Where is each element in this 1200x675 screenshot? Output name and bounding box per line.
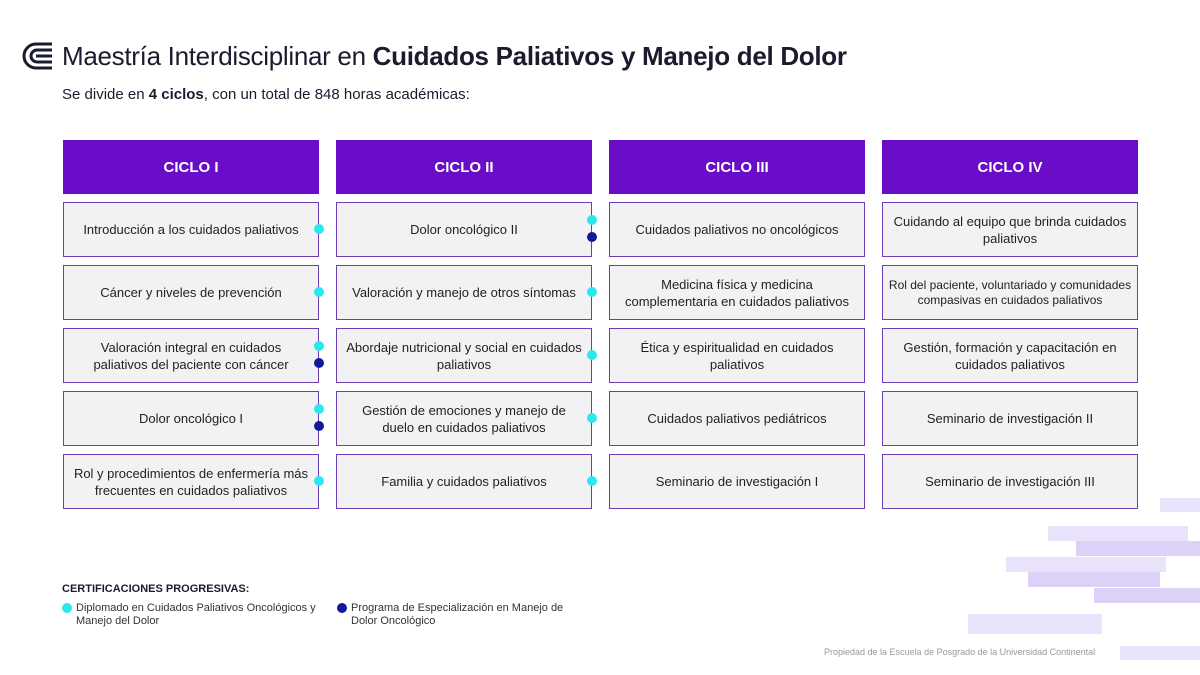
course-cell: Familia y cuidados paliativos xyxy=(336,454,597,509)
decorative-stripe xyxy=(968,614,1102,634)
legend-label: Programa de Especialización en Manejo de… xyxy=(351,602,564,627)
course-cell: Dolor oncológico II xyxy=(336,202,597,257)
legend-item-cyan: Diplomado en Cuidados Paliativos Oncológ… xyxy=(62,602,316,628)
course-cell: Cuidando al equipo que brinda cuidados p… xyxy=(882,202,1138,257)
cycle-column-3: CICLO III Cuidados paliativos no oncológ… xyxy=(609,140,865,517)
title-row: Maestría Interdisciplinar en Cuidados Pa… xyxy=(22,38,847,74)
cycle-column-4: CICLO IV Cuidando al equipo que brinda c… xyxy=(882,140,1138,517)
cert-dot-cyan xyxy=(587,350,597,360)
cert-dot-navy xyxy=(587,232,597,242)
course-cell: Rol y procedimientos de enfermería más f… xyxy=(63,454,324,509)
legend-dot-cyan-icon xyxy=(62,603,72,613)
course-cell: Introducción a los cuidados paliativos xyxy=(63,202,324,257)
page-subtitle: Se divide en 4 ciclos, con un total de 8… xyxy=(62,86,470,103)
cert-dot-navy xyxy=(314,358,324,368)
decorative-stripe xyxy=(1094,588,1200,603)
course-cell: Valoración integral en cuidados paliativ… xyxy=(63,328,324,383)
cert-dot-cyan xyxy=(314,224,324,234)
course-cell: Dolor oncológico I xyxy=(63,391,324,446)
cycle-column-1: CICLO I Introducción a los cuidados pali… xyxy=(63,140,324,517)
decorative-stripe xyxy=(1160,498,1200,512)
decorative-stripe xyxy=(1048,526,1188,541)
cycle-column-2: CICLO II Dolor oncológico II Valoración … xyxy=(336,140,597,517)
cert-dot-cyan xyxy=(587,413,597,423)
cert-dot-navy xyxy=(314,421,324,431)
course-cell: Medicina física y medicina complementari… xyxy=(609,265,865,320)
cert-dot-cyan xyxy=(314,287,324,297)
course-cell: Cuidados paliativos no oncológicos xyxy=(609,202,865,257)
course-cell: Ética y espiritualidad en cuidados palia… xyxy=(609,328,865,383)
cert-dot-cyan xyxy=(314,476,324,486)
cert-dot-cyan xyxy=(587,287,597,297)
cert-dot-cyan xyxy=(314,341,324,351)
decorative-stripe xyxy=(1006,557,1166,572)
course-cell: Seminario de investigación III xyxy=(882,454,1138,509)
course-cell: Cáncer y niveles de prevención xyxy=(63,265,324,320)
cycle-header: CICLO III xyxy=(609,140,865,194)
course-cell: Gestión de emociones y manejo de duelo e… xyxy=(336,391,597,446)
cycle-header: CICLO IV xyxy=(882,140,1138,194)
course-cell: Cuidados paliativos pediátricos xyxy=(609,391,865,446)
cert-dot-cyan xyxy=(314,404,324,414)
course-cell: Seminario de investigación I xyxy=(609,454,865,509)
cycle-header: CICLO I xyxy=(63,140,319,194)
cycle-header: CICLO II xyxy=(336,140,592,194)
university-logo-icon xyxy=(22,42,52,70)
course-cell: Rol del paciente, voluntariado y comunid… xyxy=(882,265,1138,320)
course-cell: Seminario de investigación II xyxy=(882,391,1138,446)
legend-label: Diplomado en Cuidados Paliativos Oncológ… xyxy=(76,602,316,627)
cert-dot-cyan xyxy=(587,215,597,225)
decorative-stripe xyxy=(1028,572,1160,587)
course-cell: Valoración y manejo de otros síntomas xyxy=(336,265,597,320)
course-cell: Gestión, formación y capacitación en cui… xyxy=(882,328,1138,383)
decorative-stripe xyxy=(1076,541,1200,556)
legend-item-navy: Programa de Especialización en Manejo de… xyxy=(337,602,563,628)
legend-dot-navy-icon xyxy=(337,603,347,613)
decorative-stripe xyxy=(1120,646,1200,660)
footer-ownership: Propiedad de la Escuela de Posgrado de l… xyxy=(824,647,1096,657)
page-title: Maestría Interdisciplinar en Cuidados Pa… xyxy=(62,40,847,71)
cert-dot-cyan xyxy=(587,476,597,486)
certifications-title: CERTIFICACIONES PROGRESIVAS: xyxy=(62,583,250,595)
course-cell: Abordaje nutricional y social en cuidado… xyxy=(336,328,597,383)
